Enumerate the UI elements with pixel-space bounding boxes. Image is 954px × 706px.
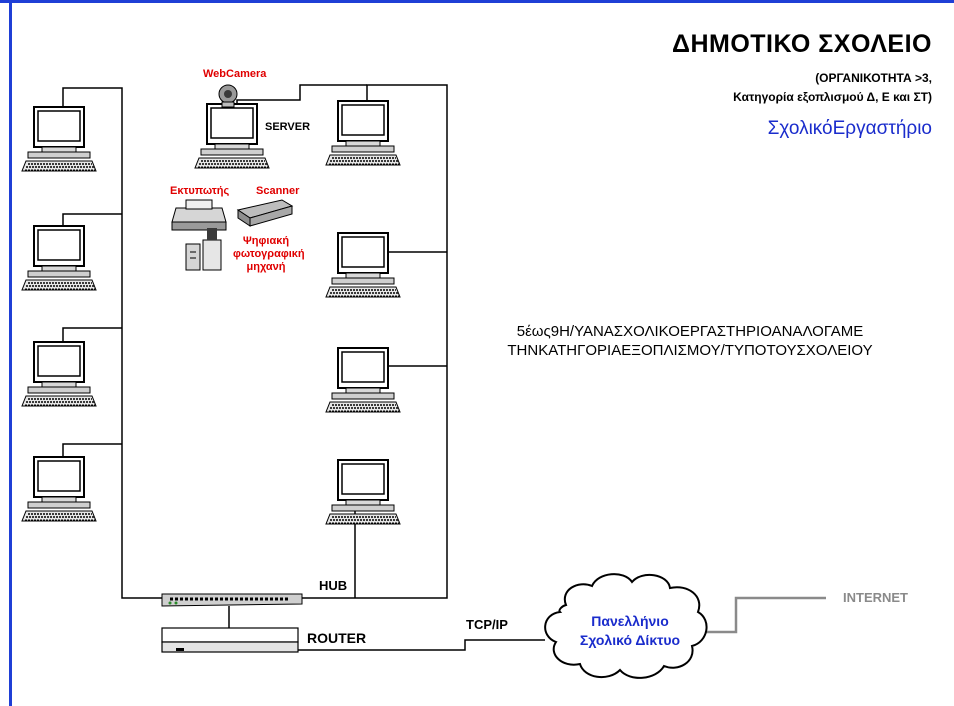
webcam-icon: [218, 84, 238, 108]
workstation-left-2: [21, 225, 97, 291]
scanner-label: Scanner: [256, 185, 300, 197]
server-label: SERVER: [265, 121, 311, 133]
internet-link: [705, 596, 826, 634]
cloud-label-line1: Πανελλήνιο: [591, 613, 669, 629]
digital-camera-label-line1: Ψηφιακή: [242, 235, 290, 247]
workstation-right-1: [325, 100, 401, 166]
digital-camera-label: Ψηφιακή φωτογραφική μηχανή: [233, 235, 305, 274]
router-icon: [161, 627, 299, 653]
school-category-line1: (ΟΡΓΑΝΙΚΟΤΗΤΑ >3,: [815, 71, 932, 85]
school-category-line2: Κατηγορία εξοπλισμού Δ, Ε και ΣΤ): [733, 90, 932, 104]
page-title: ΔΗΜΟΤΙΚΟ ΣΧΟΛΕΙΟ: [671, 30, 932, 58]
router-label: ROUTER: [307, 630, 367, 646]
lab-label: ΣχολικόΕργαστήριο: [767, 118, 932, 139]
digital-camera-label-line3: μηχανή: [246, 261, 286, 273]
equipment-note-line2: ΤΗΝΚΑΤΗΓΟΡΙΑΕΞΟΠΛΙΣΜΟΥ/ΤΥΠΟΤΟΥΣΧΟΛΕΙΟΥ: [507, 342, 873, 359]
lan-cabling: [62, 84, 545, 651]
equipment-note: 5έως9Η/ΥΑΝΑΣΧΟΛΙΚΟΕΡΓΑΣΤΗΡΙΟΑΝΑΛΟΓΑΜΕ ΤΗ…: [480, 322, 900, 360]
workstation-left-1: [21, 106, 97, 172]
cloud-icon: [544, 573, 708, 679]
equipment-note-line1: 5έως9Η/ΥΑΝΑΣΧΟΛΙΚΟΕΡΓΑΣΤΗΡΙΟΑΝΑΛΟΓΑΜΕ: [516, 323, 864, 340]
digital-camera-icon: [185, 228, 222, 271]
server-computer: [194, 103, 270, 169]
hub-label: HUB: [319, 578, 348, 593]
workstation-right-4: [325, 459, 401, 525]
workstation-left-4: [21, 456, 97, 522]
workstation-right-2: [325, 232, 401, 298]
printer-label: Εκτυπωτής: [170, 185, 230, 197]
workstation-left-3: [21, 341, 97, 407]
digital-camera-label-line2: φωτογραφική: [233, 248, 305, 260]
tcp-ip-label: TCP/IP: [466, 617, 508, 632]
cloud-label-line2: Σχολικό Δίκτυο: [579, 632, 681, 648]
workstation-right-3: [325, 347, 401, 413]
hub-icon: [161, 593, 303, 607]
printer-icon: [171, 199, 227, 231]
scanner-icon: [236, 199, 294, 227]
cloud-label: Πανελλήνιο Σχολικό Δίκτυο: [570, 612, 690, 650]
webcam-label: WebCamera: [203, 68, 267, 80]
internet-label: INTERNET: [843, 590, 908, 605]
